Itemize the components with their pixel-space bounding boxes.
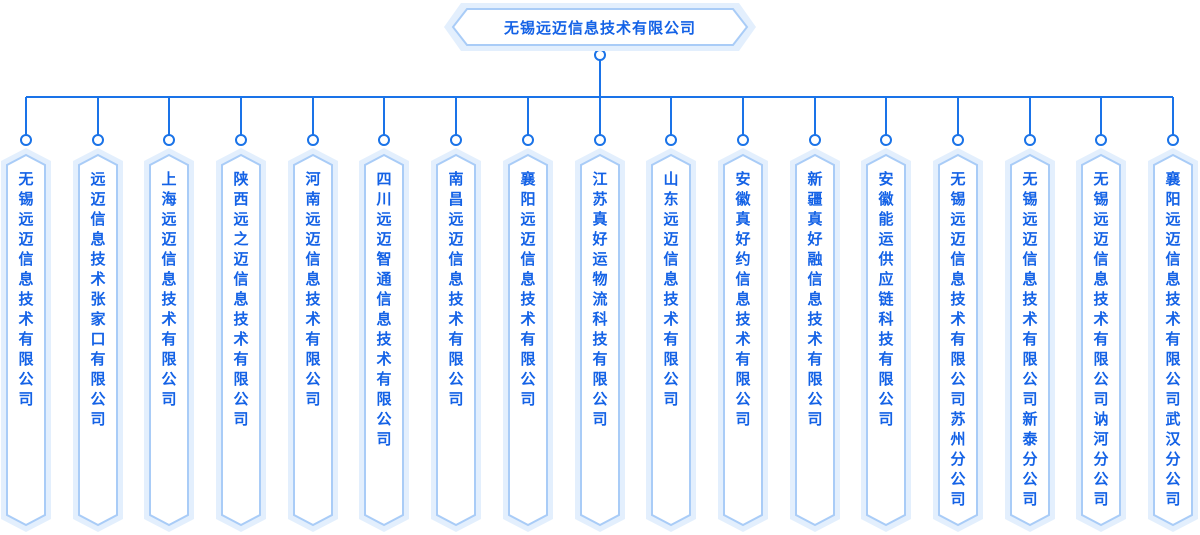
child-node: 新疆真好融信息技术有限公司 [789, 147, 841, 533]
child-node-label: 上海远迈信息技术有限公司 [161, 170, 177, 408]
child-node-frame [216, 148, 266, 532]
child-connector-dot [307, 134, 319, 146]
child-node: 无锡远迈信息技术有限公司 [0, 147, 52, 533]
child-node-label: 无锡远迈信息技术有限公司新泰分公司 [1022, 170, 1038, 508]
child-connector-dot [952, 134, 964, 146]
child-connector-dot [1167, 134, 1179, 146]
child-node: 襄阳远迈信息技术有限公司 [502, 147, 554, 533]
child-connector-dot [92, 134, 104, 146]
child-node-label: 山东远迈信息技术有限公司 [663, 170, 679, 408]
child-node-frame [1076, 148, 1126, 532]
child-connector-dot [594, 134, 606, 146]
child-node-label: 新疆真好融信息技术有限公司 [807, 170, 823, 428]
root-node-label: 无锡远迈信息技术有限公司 [503, 18, 696, 37]
child-node: 无锡远迈信息技术有限公司苏州分公司 [932, 147, 984, 533]
child-node: 安徽真好约信息技术有限公司 [717, 147, 769, 533]
child-node-frame [1, 148, 51, 532]
child-connector-dot [1095, 134, 1107, 146]
child-node-frame [790, 148, 840, 532]
child-node-frame [575, 148, 625, 532]
child-node-frame [288, 148, 338, 532]
child-node: 山东远迈信息技术有限公司 [645, 147, 697, 533]
child-node: 江苏真好运物流科技有限公司 [574, 147, 626, 533]
child-node-frame [1148, 148, 1198, 532]
child-node-frame [73, 148, 123, 532]
child-node-label: 无锡远迈信息技术有限公司苏州分公司 [950, 170, 966, 508]
child-connector-dot [880, 134, 892, 146]
child-node: 南昌远迈信息技术有限公司 [430, 147, 482, 533]
child-node-label: 安徽真好约信息技术有限公司 [735, 170, 751, 428]
child-connector-dot [665, 134, 677, 146]
child-node-frame [861, 148, 911, 532]
child-node-label: 无锡远迈信息技术有限公司讷河分公司 [1093, 170, 1109, 508]
child-node-label: 远迈信息技术张家口有限公司 [90, 170, 106, 428]
child-connector-dot [20, 134, 32, 146]
child-node-label: 襄阳远迈信息技术有限公司武汉分公司 [1165, 170, 1181, 508]
child-node: 四川远迈智通信息技术有限公司 [358, 147, 410, 533]
child-connector-dot [235, 134, 247, 146]
child-node: 陕西远之迈信息技术有限公司 [215, 147, 267, 533]
child-connector-dot [163, 134, 175, 146]
child-node-label: 江苏真好运物流科技有限公司 [592, 170, 608, 428]
child-connector-dot [809, 134, 821, 146]
child-node: 安徽能运供应链科技有限公司 [860, 147, 912, 533]
child-node: 远迈信息技术张家口有限公司 [72, 147, 124, 533]
child-connector-dot [450, 134, 462, 146]
child-node: 上海远迈信息技术有限公司 [143, 147, 195, 533]
child-node-label: 陕西远之迈信息技术有限公司 [233, 170, 249, 428]
child-node-frame [646, 148, 696, 532]
child-node-frame [431, 148, 481, 532]
child-connector-dot [1024, 134, 1036, 146]
child-node-frame [503, 148, 553, 532]
child-node: 无锡远迈信息技术有限公司新泰分公司 [1004, 147, 1056, 533]
child-node-label: 无锡远迈信息技术有限公司 [18, 170, 34, 408]
child-node-label: 安徽能运供应链科技有限公司 [878, 170, 894, 428]
child-node-frame [933, 148, 983, 532]
child-node: 无锡远迈信息技术有限公司讷河分公司 [1075, 147, 1127, 533]
child-node-frame [1005, 148, 1055, 532]
child-node-label: 河南远迈信息技术有限公司 [305, 170, 321, 408]
root-node: 无锡远迈信息技术有限公司 [443, 2, 757, 52]
child-connector-dot [378, 134, 390, 146]
child-node-frame [144, 148, 194, 532]
child-node: 河南远迈信息技术有限公司 [287, 147, 339, 533]
child-node: 襄阳远迈信息技术有限公司武汉分公司 [1147, 147, 1199, 533]
child-node-label: 南昌远迈信息技术有限公司 [448, 170, 464, 408]
child-connector-dot [737, 134, 749, 146]
child-node-label: 四川远迈智通信息技术有限公司 [376, 170, 392, 448]
child-node-frame [359, 148, 409, 532]
root-node-frame [444, 3, 756, 51]
child-connector-dot [522, 134, 534, 146]
child-node-frame [718, 148, 768, 532]
child-node-label: 襄阳远迈信息技术有限公司 [520, 170, 536, 408]
